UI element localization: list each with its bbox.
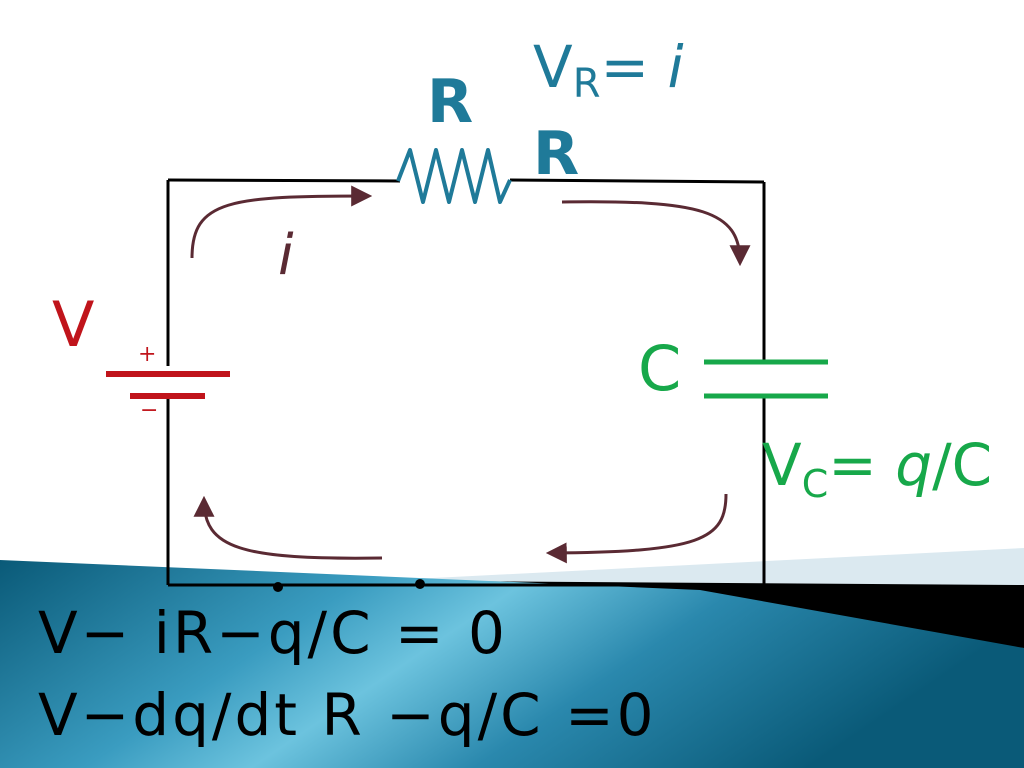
vc-subscript: C: [801, 462, 829, 506]
banner-blue-band: [0, 560, 1024, 768]
source-label: V: [52, 288, 95, 361]
circuit-wires: [166, 178, 766, 587]
source-plus-sign: +: [138, 342, 157, 367]
vc-rest: /C: [932, 431, 993, 499]
node-dot-left: [273, 582, 283, 592]
vc-formula: VC= q/C: [762, 436, 992, 503]
current-arrows: [190, 185, 751, 564]
equation-differential: V−dq/dt R −q/C =0: [38, 681, 657, 749]
vr-formula-r: R: [533, 119, 580, 189]
source-minus-sign: −: [140, 398, 159, 423]
vr-current: i: [667, 33, 684, 101]
equation-kvl: V− iR−q/C = 0: [38, 599, 508, 667]
vc-charge: q: [895, 431, 933, 499]
vr-subscript: R: [572, 61, 601, 107]
vc-v: V: [762, 431, 802, 499]
current-label: i: [278, 223, 294, 288]
current-arrow-bottom-right: [545, 493, 728, 564]
current-arrow-bottom-left: [193, 495, 383, 560]
resistor-label: R: [427, 67, 474, 137]
node-dot-right: [415, 579, 425, 589]
vr-v: V: [533, 33, 573, 101]
current-arrow-top-left: [190, 185, 373, 259]
capacitor-label: C: [638, 332, 682, 405]
current-arrow-top-right: [561, 200, 751, 267]
vr-equals: =: [600, 33, 650, 101]
resistor-symbol: [396, 148, 512, 204]
vc-equals: =: [828, 431, 877, 499]
vr-formula: VR= i: [533, 38, 684, 104]
